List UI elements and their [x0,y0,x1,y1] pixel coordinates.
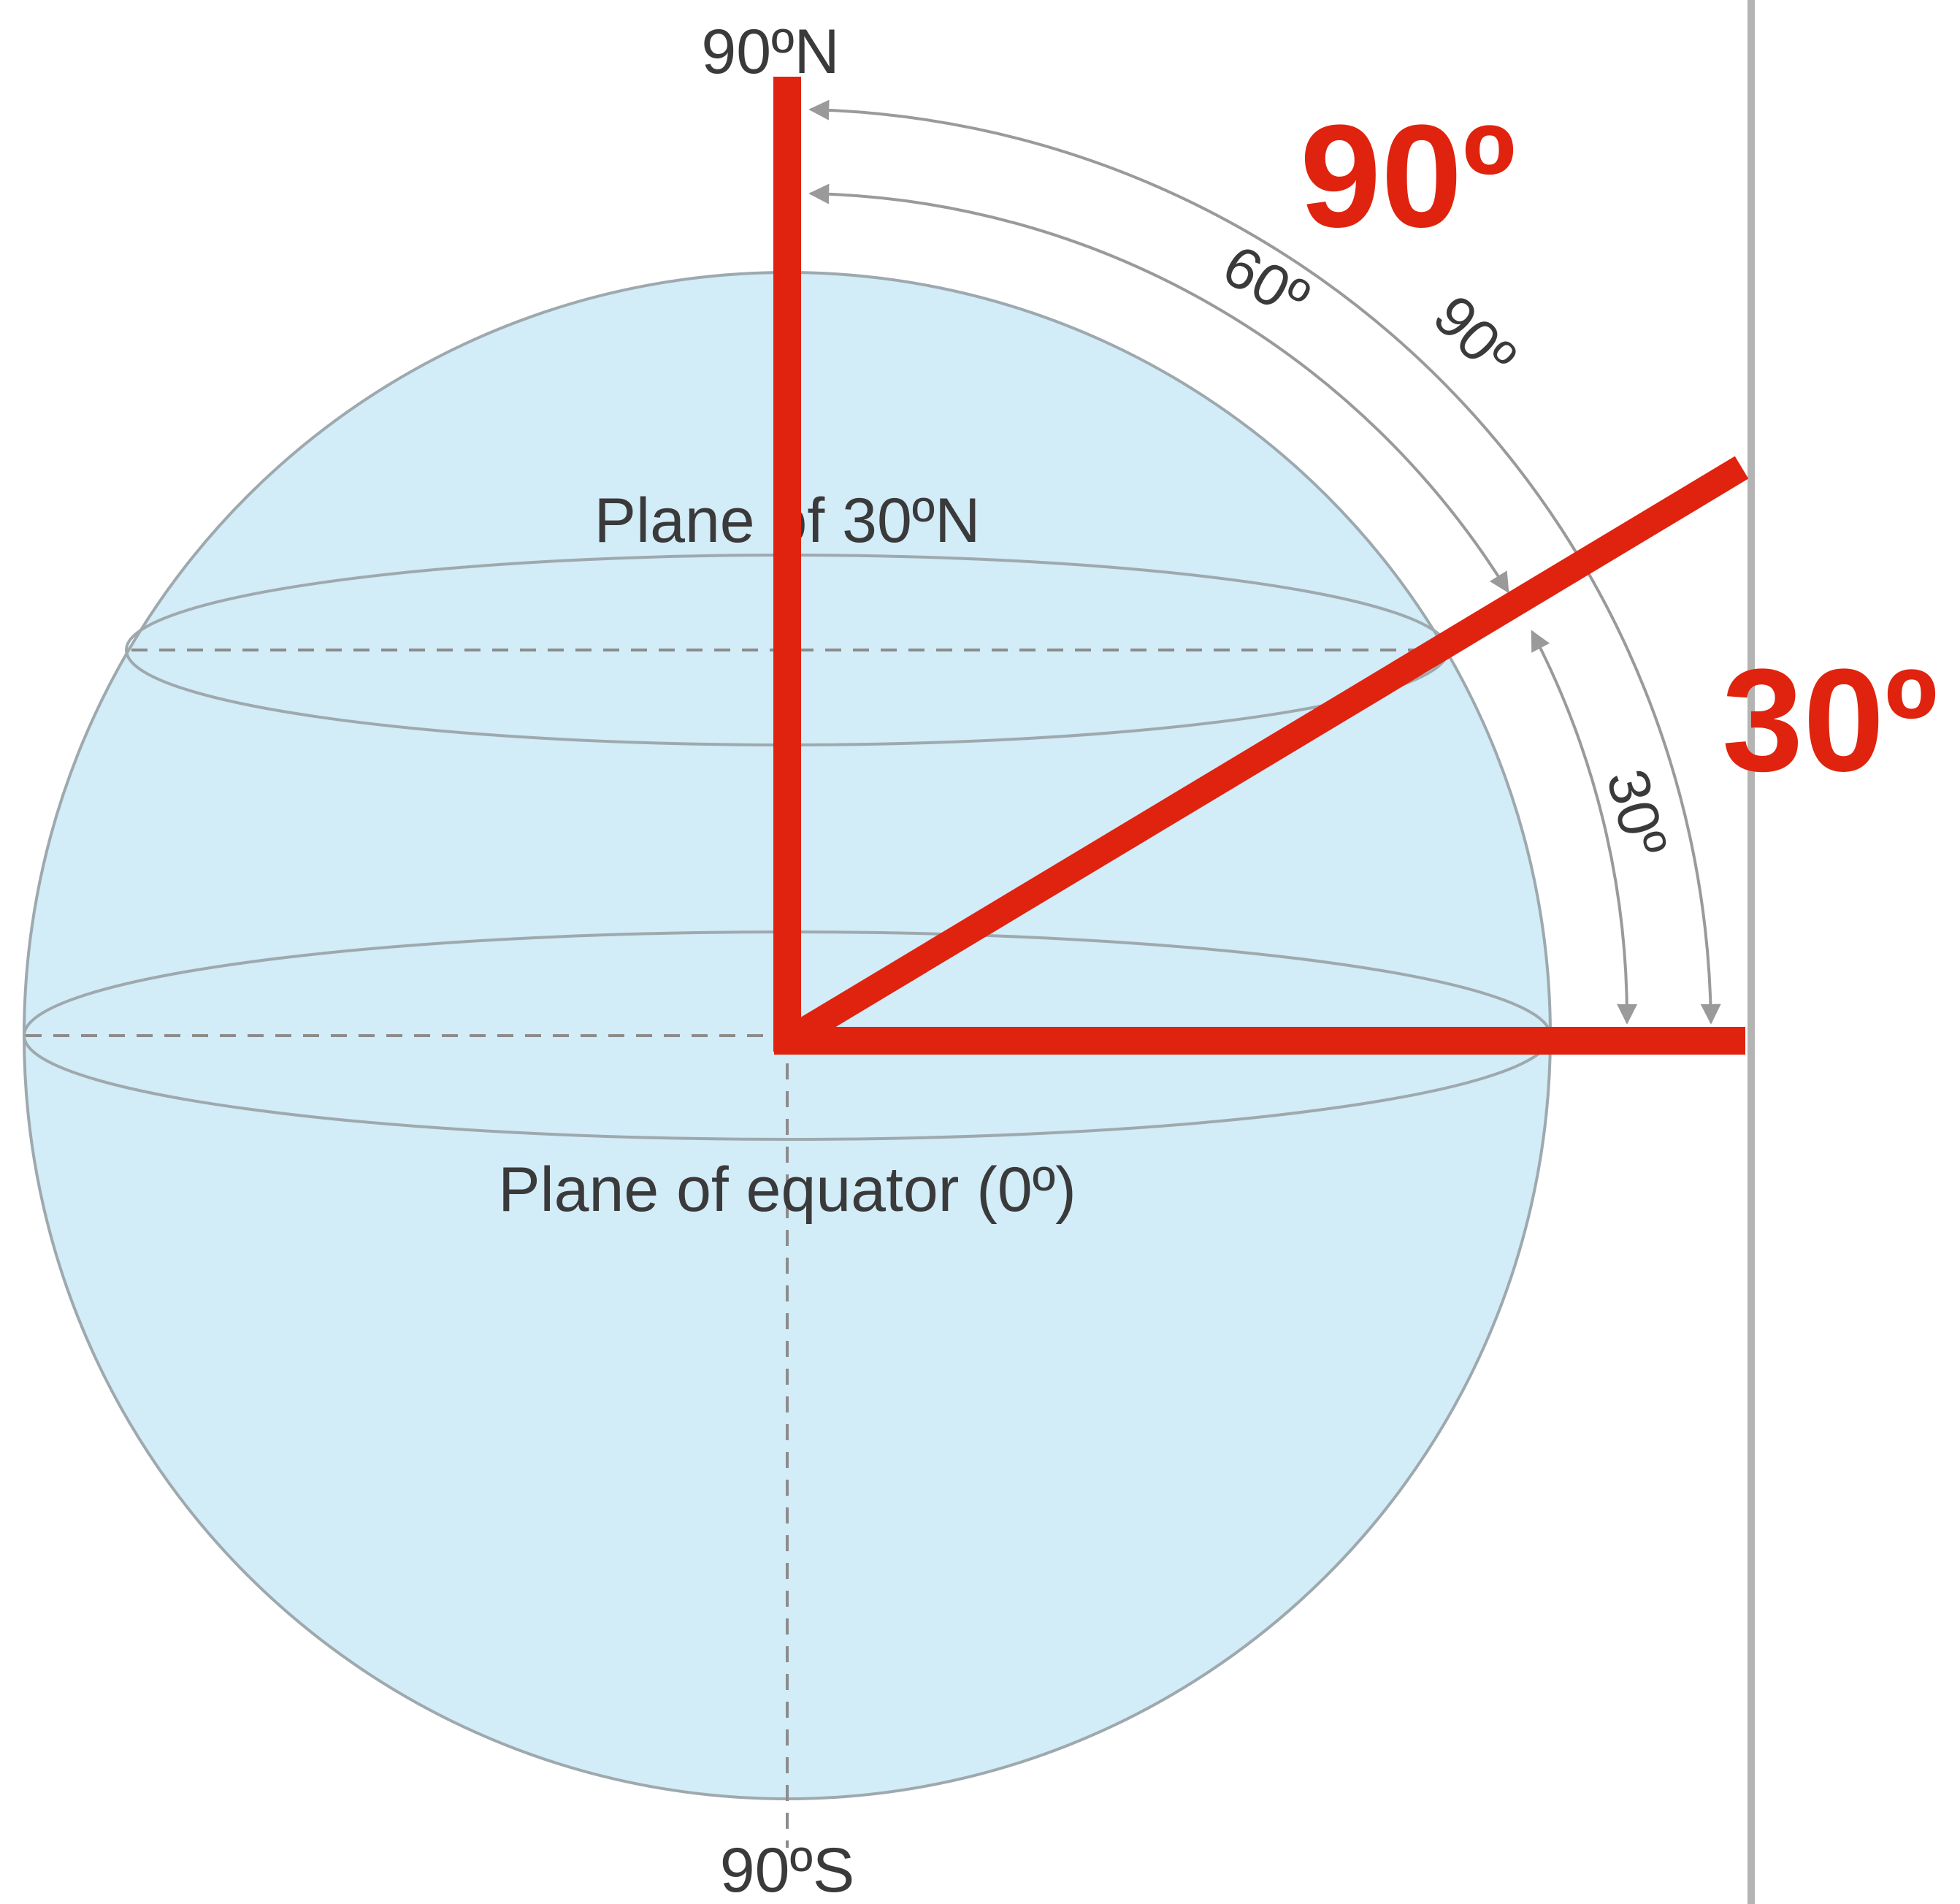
arc-30-label: 30º [1594,762,1680,863]
right-border-line [1747,0,1755,1904]
plane-equator-label: Plane of equator (0º) [498,1155,1076,1225]
arc-60-degrees [808,183,1509,594]
annotation-90-degrees: 90º [1300,95,1516,258]
annotation-30-degrees: 30º [1722,639,1938,802]
arc-30-degrees [1531,630,1638,1025]
red-30-degree-line [780,456,1749,1052]
north-pole-label: 90ºN [701,17,839,87]
south-pole-label: 90ºS [720,1835,854,1904]
arc-90-label: 90º [1421,283,1528,390]
